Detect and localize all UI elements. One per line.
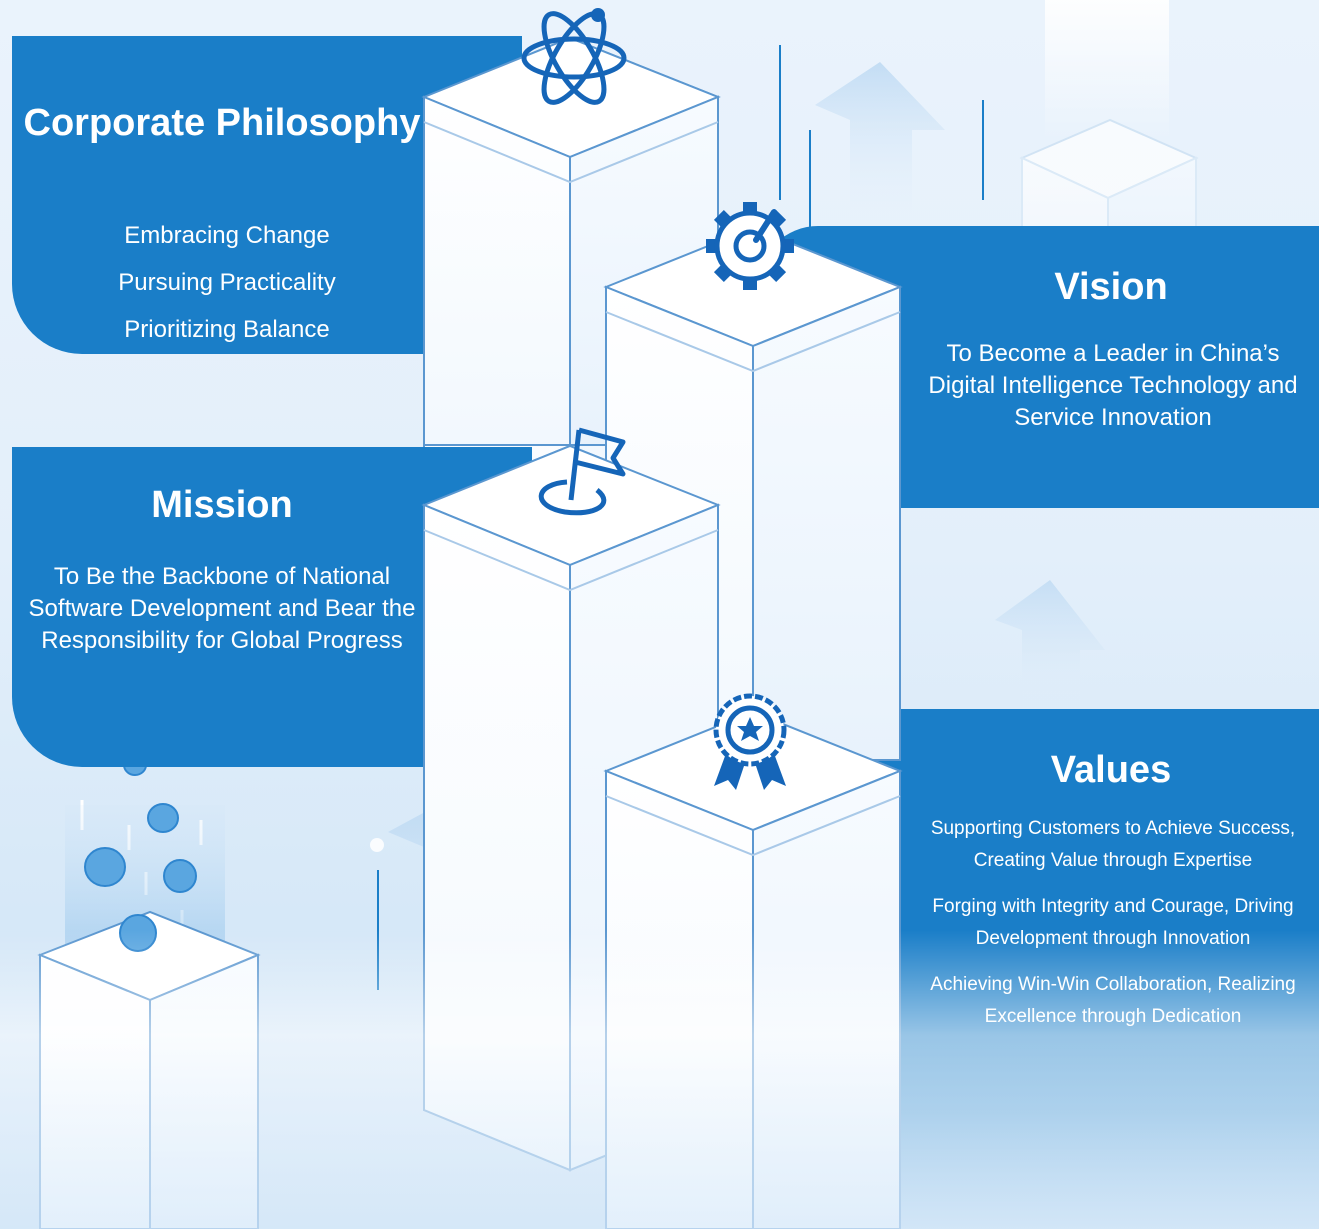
philosophy-item: Pursuing Practicality	[118, 269, 336, 296]
corporate-philosophy-list: Embracing Change Pursuing Practicality P…	[12, 212, 442, 353]
award-ribbon-icon	[713, 693, 787, 790]
values-item: Supporting Customers to Achieve Success,…	[930, 818, 1296, 871]
philosophy-item: Embracing Change	[124, 222, 330, 249]
values-title: Values	[1050, 749, 1172, 791]
flag-icon	[538, 427, 626, 516]
vision-title: Vision	[1054, 266, 1168, 308]
gear-icon	[706, 202, 794, 290]
vision-text: To Become a Leader in China’s Digital In…	[928, 340, 1298, 431]
philosophy-item: Prioritizing Balance	[124, 316, 330, 343]
block-values-front	[603, 710, 903, 1229]
mission-title: Mission	[151, 484, 293, 526]
mission-text: To Be the Backbone of National Software …	[28, 563, 416, 654]
corporate-philosophy-title: Corporate Philosophy	[23, 102, 421, 144]
